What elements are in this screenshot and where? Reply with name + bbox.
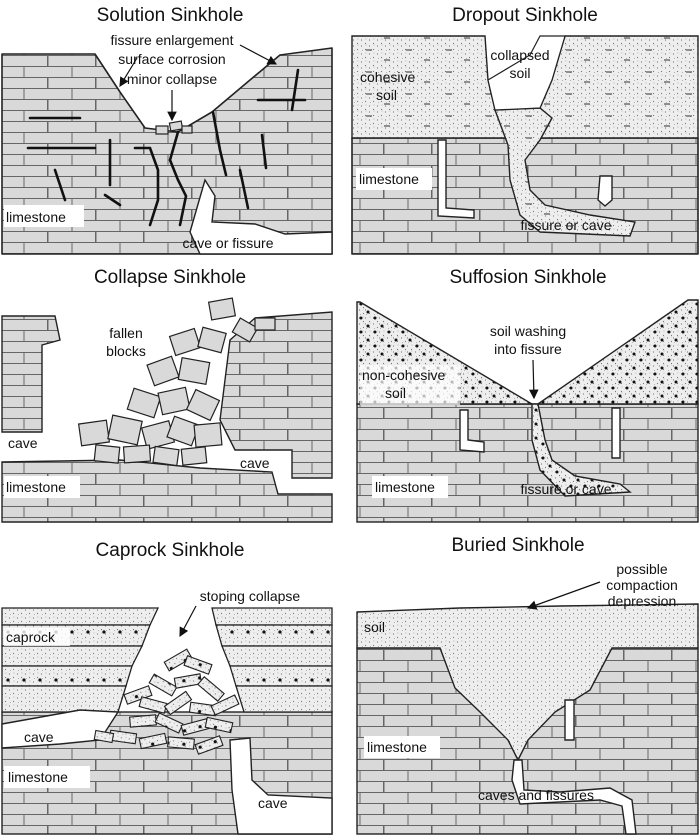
panel-suffosion-sinkhole: Suffosion Sinkhole soil washing into fis… — [356, 267, 699, 523]
panel-caprock-sinkhole: Caprock Sinkhole — [1, 540, 333, 835]
caprock-title: Caprock Sinkhole — [96, 540, 245, 561]
buried-title: Buried Sinkhole — [451, 535, 584, 556]
caprock-layers-right — [211, 607, 333, 713]
suffosion-rock-label-bg — [372, 476, 448, 498]
arrow-soil-washing — [528, 359, 539, 400]
label-fallen: fallen — [109, 325, 142, 341]
arrow-stoping-collapse — [179, 605, 197, 638]
dropout-title: Dropout Sinkhole — [452, 5, 598, 26]
panel-buried-sinkhole: Buried Sinkhole possible compaction depr… — [356, 535, 699, 835]
collapse-rock-right — [219, 311, 333, 479]
buried-rock-label-bg — [364, 736, 440, 758]
suffosion-soil-right — [535, 299, 699, 405]
label-stoping-collapse: stoping collapse — [200, 588, 301, 604]
solution-fissure-cracks — [26, 68, 307, 227]
collapse-fallen-blocks — [77, 297, 276, 467]
label-collapsed: collapsed — [490, 47, 549, 63]
label-non-cohesive: non-cohesive — [362, 367, 445, 383]
dropout-void — [487, 35, 566, 111]
label-minor-collapse: minor collapse — [127, 71, 217, 87]
dropout-fissure-cave — [437, 139, 613, 219]
arrow-fissure-enlargement — [239, 44, 278, 65]
label-suffosion-limestone: limestone — [375, 479, 435, 495]
solution-cave-channel — [189, 178, 333, 255]
collapse-title: Collapse Sinkhole — [94, 267, 246, 288]
collapse-rock-floor — [1, 459, 333, 523]
arrow-compaction-depression — [526, 581, 601, 610]
label-caprock-limestone: limestone — [8, 769, 68, 785]
solution-rock-label-bg — [4, 205, 84, 227]
suffosion-fissure — [459, 407, 621, 459]
dropout-rock-label-bg — [356, 168, 432, 190]
suffosion-title: Suffosion Sinkhole — [449, 267, 606, 288]
label-caprock: caprock — [6, 629, 56, 645]
label-soil-washing: soil washing — [490, 323, 566, 339]
caprock-layers-left — [1, 607, 160, 713]
caprock-stoping-blocks — [93, 648, 240, 755]
dropout-collapsed-soil — [494, 107, 636, 237]
collapse-rock-left — [1, 315, 61, 433]
label-surface-corrosion: surface corrosion — [118, 51, 225, 67]
collapse-rock-label-bg — [4, 476, 80, 498]
arrow-surface-corrosion — [119, 57, 138, 88]
solution-title: Solution Sinkhole — [97, 5, 244, 26]
label-possible: possible — [616, 561, 668, 577]
solution-limestone-body — [2, 48, 332, 254]
panel-collapse-sinkhole: Collapse Sinkhole fallen blocks — [1, 267, 333, 523]
label-caprock-cave-bottom: cave — [258, 795, 288, 811]
label-into-fissure: into fissure — [494, 341, 562, 357]
caprock-label-bg — [4, 628, 70, 646]
label-fallen-blocks: blocks — [106, 343, 146, 359]
panel-dropout-sinkhole: Dropout Sinkhole collapsed soil cohesive… — [351, 5, 699, 255]
label-cave-or-fissure: cave or fissure — [182, 235, 273, 251]
label-collapse-cave-right: cave — [240, 455, 270, 471]
solution-minor-collapse-blocks — [155, 120, 193, 135]
label-depression: depression — [608, 593, 677, 609]
label-cohesive: cohesive — [360, 69, 415, 85]
suffosion-soil-label-bg — [360, 365, 460, 405]
label-buried-limestone: limestone — [367, 739, 427, 755]
suffosion-limestone-body — [356, 403, 699, 523]
label-dropout-fissure-or-cave: fissure or cave — [520, 217, 611, 233]
label-compaction: compaction — [606, 577, 678, 593]
buried-soil-fill — [356, 603, 699, 762]
label-collapse-cave-left: cave — [8, 435, 38, 451]
label-collapsed-soil: soil — [509, 65, 530, 81]
label-buried-soil: soil — [364, 619, 385, 635]
panel-solution-sinkhole: Solution Sinkhole fissure enlargement su… — [1, 5, 333, 255]
label-cohesive-soil: soil — [376, 87, 397, 103]
label-dropout-limestone: limestone — [359, 171, 419, 187]
label-caprock-cave-left: cave — [24, 729, 54, 745]
caprock-rock-label-bg — [4, 766, 90, 788]
label-collapse-limestone: limestone — [6, 479, 66, 495]
suffosion-washed-soil — [531, 403, 632, 497]
label-fissure-enlargement: fissure enlargement — [111, 32, 234, 48]
buried-caves-fissures — [511, 699, 637, 835]
label-caves-and-fissures: caves and fissures — [478, 787, 594, 803]
label-non-cohesive-soil: soil — [385, 385, 406, 401]
label-limestone: limestone — [6, 209, 66, 225]
label-suffosion-fissure-or-cave: fissure or cave — [520, 481, 611, 497]
